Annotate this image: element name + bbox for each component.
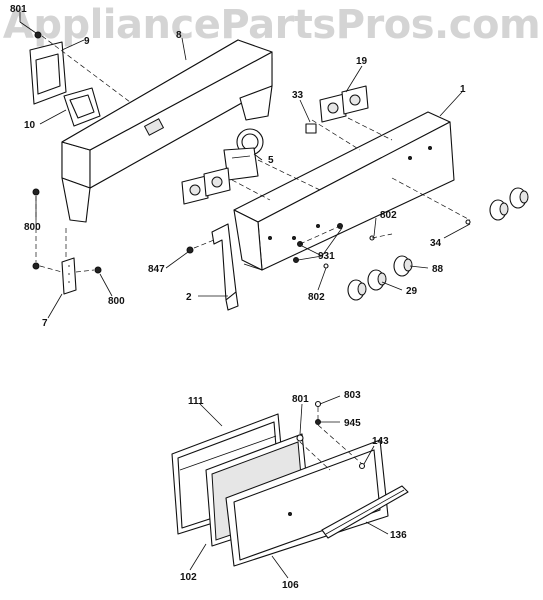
part-800-screw-lower-left — [32, 262, 40, 270]
part-945-washer — [315, 419, 321, 425]
part-1-control-panel — [233, 111, 455, 271]
label-10: 10 — [24, 120, 36, 131]
switch-block-left — [181, 167, 231, 205]
label-800-upper: 800 — [24, 222, 41, 233]
part-labels: 801 9 8 10 19 33 1 5 800 802 34 847 931 … — [10, 4, 466, 591]
part-8-backsplash — [61, 39, 273, 223]
part-34-knobs — [465, 187, 529, 225]
label-931: 931 — [318, 251, 335, 262]
part-106-outer-door — [225, 439, 389, 567]
part-801-screw-door — [296, 434, 304, 442]
label-2: 2 — [186, 292, 192, 303]
part-800-screw-upper — [32, 188, 40, 196]
label-1: 1 — [460, 84, 466, 95]
label-136: 136 — [390, 530, 407, 541]
part-136-handle — [321, 485, 409, 539]
label-143: 143 — [372, 436, 389, 447]
part-847-screw — [186, 246, 194, 254]
part-33-block — [305, 123, 317, 134]
label-33: 33 — [292, 90, 304, 101]
label-800-lower: 800 — [108, 296, 125, 307]
part-800-screw-lower-right — [94, 266, 102, 274]
part-802-screw-lower — [323, 263, 329, 269]
alignment-lines-lower — [299, 407, 363, 471]
label-801-door: 801 — [292, 394, 309, 405]
part-88-knob — [393, 255, 413, 277]
label-111: 111 — [188, 396, 204, 407]
part-2-bracket — [211, 223, 239, 311]
label-802-upper: 802 — [380, 210, 397, 221]
label-7: 7 — [42, 318, 48, 329]
leader-lines — [19, 12, 471, 579]
alignment-lines-upper — [35, 35, 471, 273]
label-29: 29 — [406, 286, 418, 297]
label-19: 19 — [356, 56, 368, 67]
label-9: 9 — [84, 36, 90, 47]
part-5-clock-timer — [223, 128, 264, 181]
part-803-screw — [314, 400, 322, 408]
part-801-screw-top — [34, 31, 42, 39]
part-29-knobs — [347, 269, 387, 301]
label-945: 945 — [344, 418, 361, 429]
label-802-lower: 802 — [308, 292, 325, 303]
label-847: 847 — [148, 264, 165, 275]
part-10-bracket — [63, 87, 101, 127]
part-143-fastener — [358, 462, 366, 470]
part-19-switches — [319, 85, 369, 123]
label-88: 88 — [432, 264, 444, 275]
label-8: 8 — [176, 30, 182, 41]
label-102: 102 — [180, 572, 197, 583]
part-7-bracket — [61, 257, 77, 295]
label-34: 34 — [430, 238, 442, 249]
part-9-bracket — [29, 41, 67, 105]
label-5: 5 — [268, 155, 274, 166]
label-801-top: 801 — [10, 4, 27, 15]
label-106: 106 — [282, 580, 299, 591]
label-803: 803 — [344, 390, 361, 401]
